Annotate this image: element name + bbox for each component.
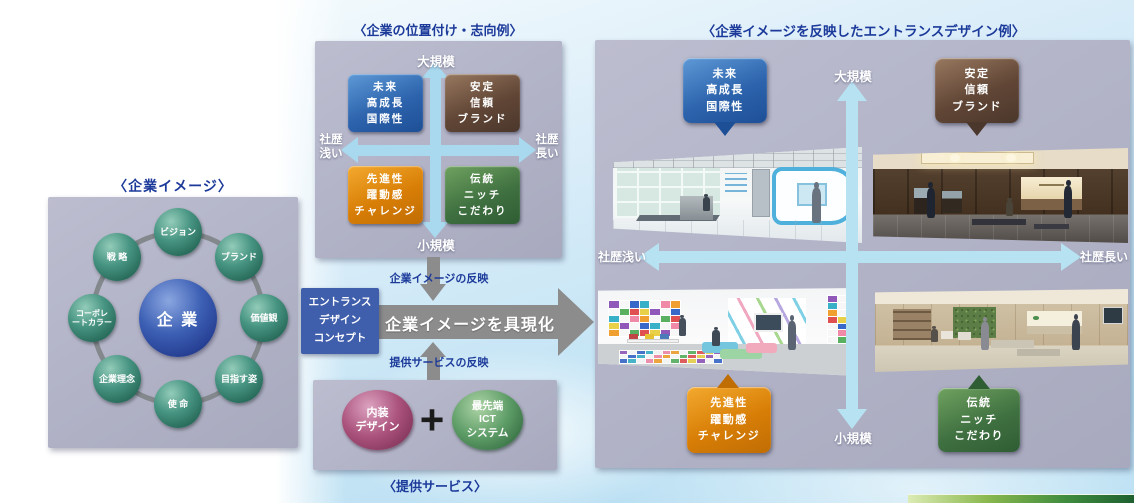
photo-modern-entrance: [613, 147, 862, 243]
axis-label-long-history: 社歴 長い: [535, 134, 559, 161]
person-figure: [678, 314, 686, 336]
ict-system-circle: 最先端 ICT システム: [452, 390, 523, 450]
entrance-examples-title: 〈企業イメージを反映したエントランスデザイン例〉: [701, 24, 1026, 39]
positioning-map-title: 〈企業の位置付け・志向例〉: [353, 23, 523, 38]
axis-label-short-history: 社歴浅い: [597, 250, 646, 264]
axis-label-long-history: 社歴長い: [1079, 250, 1128, 264]
quadrant-progressive-challenge: 先進性 躍動感 チャレンジ: [348, 166, 423, 224]
callout-pointer: [966, 122, 988, 136]
axis-label-large-scale: 大規模: [417, 55, 455, 69]
main-flow-arrow: [379, 305, 559, 339]
entrance-design-concept-box: エントランス デザイン コンセプト: [301, 288, 379, 354]
services-title: 〈提供サービス〉: [382, 479, 487, 494]
vertical-axis-down-arrowhead: [422, 222, 448, 238]
photo-traditional-entrance: [873, 148, 1128, 243]
ring-item-vision: ビジョン: [154, 208, 202, 256]
ring-item-brand: ブランド: [215, 233, 263, 281]
person-figure: [712, 327, 721, 347]
up-arrowhead: [420, 342, 446, 357]
corporate-image-title: 〈企業イメージ〉: [113, 178, 233, 194]
person-figure: [926, 182, 935, 219]
quadrant-future-growth: 未来 高成長 国際性: [348, 74, 423, 132]
person-figure: [930, 326, 938, 343]
quadrant-stability-trust: 安定 信頼 ブランド: [445, 74, 520, 132]
center-company-sphere: 企 業: [139, 279, 217, 357]
photo-natural-entrance: [875, 289, 1128, 372]
person-figure: [1005, 198, 1014, 217]
bottom-green-strip: [908, 494, 1134, 503]
person-figure: [1072, 314, 1080, 350]
axis-label-large-scale: 大規模: [834, 70, 872, 84]
quadrant-tradition-niche: 伝統 ニッチ こだわり: [445, 166, 520, 224]
scale-axis-down-arrowhead: [837, 409, 867, 429]
person-figure: [981, 316, 989, 351]
vertical-axis-up-arrowhead: [422, 62, 448, 78]
connector-from-matrix: [427, 257, 440, 284]
horizontal-axis-left-arrowhead: [341, 137, 358, 163]
callout-pointer: [717, 374, 739, 388]
horizontal-axis: [357, 145, 520, 156]
main-flow-arrow-label: 企業イメージを具現化: [385, 317, 555, 334]
services-panel: 内装 デザイン + 最先端 ICT システム: [313, 380, 557, 470]
main-flow-arrowhead: [558, 288, 594, 356]
down-arrowhead: [420, 284, 446, 301]
entrance-examples-panel: 大規模 小規模 社歴浅い 社歴長い 未来 高成長 国際性 安定 信頼 ブランド …: [595, 40, 1130, 468]
plus-sign: +: [419, 396, 445, 443]
history-axis: [659, 251, 1061, 263]
callout-pointer: [968, 375, 990, 389]
callout-tradition-niche: 伝統 ニッチ こだわり: [938, 388, 1020, 452]
ring-item-values: 価値観: [240, 294, 288, 342]
positioning-map-panel: 大規模 小規模 社歴 浅い 社歴 長い 未来 高成長 国際性 安定 信頼 ブラン…: [315, 41, 562, 258]
ring-item-goal: 目指す姿: [215, 355, 263, 403]
callout-future-growth: 未来 高成長 国際性: [683, 58, 767, 123]
history-axis-right-arrowhead: [1061, 243, 1081, 271]
person-figure: [1064, 179, 1073, 219]
person-figure: [787, 314, 797, 351]
callout-stability-trust: 安定 信頼 ブランド: [935, 58, 1019, 123]
callout-progressive-challenge: 先進性 躍動感 チャレンジ: [687, 387, 771, 453]
axis-label-short-history: 社歴 浅い: [319, 134, 343, 161]
color-tile-wall: [608, 300, 682, 338]
ring-item-corporate-color: コーポレ ートカラー: [68, 294, 116, 342]
ring-item-mission: 使 命: [154, 380, 202, 428]
axis-label-small-scale: 小規模: [417, 239, 455, 253]
connector-from-services: [427, 355, 440, 380]
person-figure: [812, 181, 821, 223]
interior-design-circle: 内装 デザイン: [342, 390, 413, 450]
scale-axis-up-arrowhead: [837, 81, 867, 101]
image-reflection-label: 企業イメージの反映: [389, 273, 489, 285]
photo-colorful-entrance: [598, 288, 858, 376]
ring-item-strategy: 戦 略: [93, 233, 141, 281]
history-axis-left-arrowhead: [639, 243, 659, 271]
corporate-image-panel: ビジョン ブランド 価値観 目指す姿 使 命 企業理念 コーポレ ートカラー 戦…: [48, 197, 298, 448]
horizontal-axis-right-arrowhead: [519, 137, 536, 163]
ring-item-philosophy: 企業理念: [93, 355, 141, 403]
callout-pointer: [714, 122, 736, 136]
service-reflection-label: 提供サービスの反映: [389, 357, 489, 369]
person-figure: [702, 194, 711, 212]
axis-label-small-scale: 小規模: [834, 432, 872, 446]
